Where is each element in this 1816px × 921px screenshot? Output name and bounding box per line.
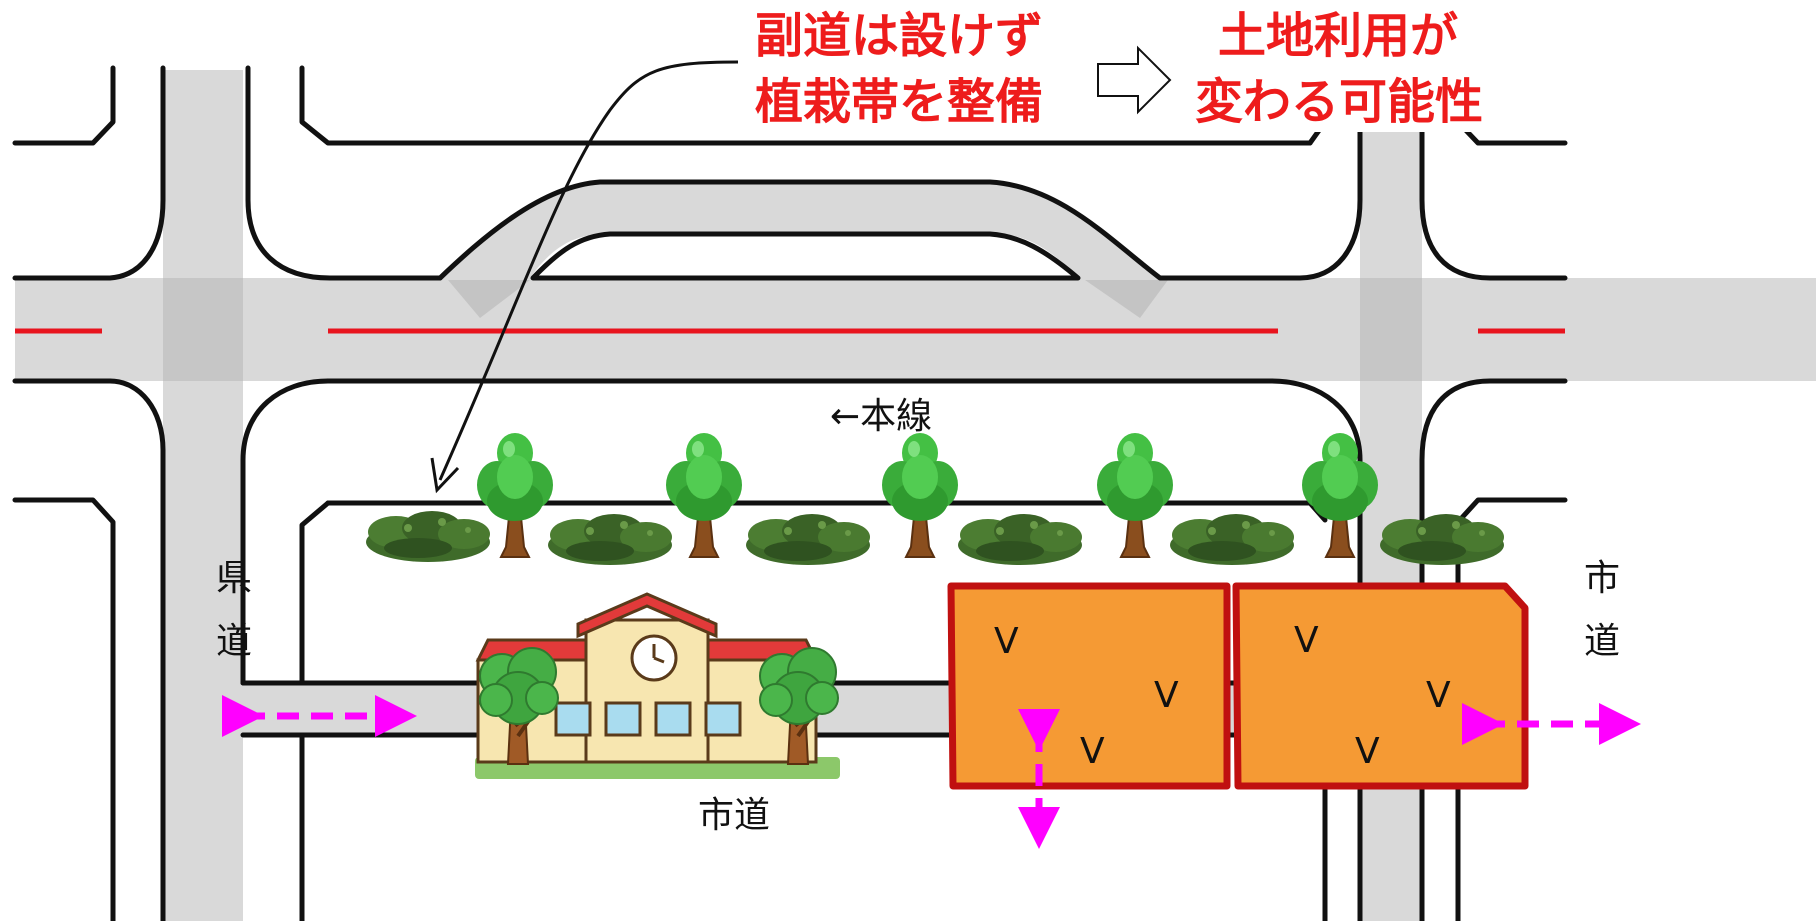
merge-taper-right (1085, 280, 1168, 318)
land-use-plots: V V V V V V (947, 582, 1529, 790)
intersection-left (163, 278, 243, 381)
hollow-arrow-icon (1097, 45, 1172, 115)
shrub-icon (548, 514, 672, 565)
plot-mark: V (1154, 675, 1179, 716)
main-line-label: ←本線 (830, 396, 932, 437)
bypass-road (440, 182, 1160, 278)
caption-right-line2: 変わる可能性 (1195, 74, 1483, 130)
tree-icon (665, 432, 743, 558)
plot-mark: V (1355, 731, 1380, 772)
plot-mark: V (1294, 620, 1319, 661)
plot-right (1232, 582, 1529, 790)
plot-mark: V (994, 621, 1019, 662)
callout-leader (430, 60, 739, 494)
shrub-icon (1170, 514, 1294, 565)
caption-left-line1: 副道は設けず (755, 8, 1043, 64)
prefectural-road-label-2: 道 (216, 621, 252, 662)
tree-icon (1096, 432, 1174, 558)
merge-taper-left (448, 280, 530, 318)
planting-strip (366, 432, 1504, 565)
prefectural-road (163, 70, 243, 921)
shrub-icon (746, 514, 870, 565)
school-icon (475, 592, 840, 779)
shrub-icon (1380, 514, 1504, 565)
road-labels: ←本線 県 道 市道 市 道 (216, 396, 1620, 836)
access-arrows (222, 695, 1641, 849)
caption-right-line1: 土地利用が (1218, 8, 1458, 64)
plot-mark: V (1080, 731, 1105, 772)
city-road-bottom-label: 市道 (698, 795, 770, 836)
shrub-icon (366, 511, 490, 562)
tree-icon (881, 432, 959, 558)
shrub-icon (958, 514, 1082, 565)
caption: 副道は設けず 植栽帯を整備 土地利用が 変わる可能性 (742, 2, 1524, 132)
intersection-right (1360, 278, 1422, 381)
prefectural-road-label-1: 県 (216, 558, 252, 599)
caption-left-line2: 植栽帯を整備 (755, 74, 1043, 130)
plot-mark: V (1426, 675, 1451, 716)
city-road-right-label-2: 道 (1584, 621, 1620, 662)
city-road-right-label-1: 市 (1584, 558, 1620, 599)
